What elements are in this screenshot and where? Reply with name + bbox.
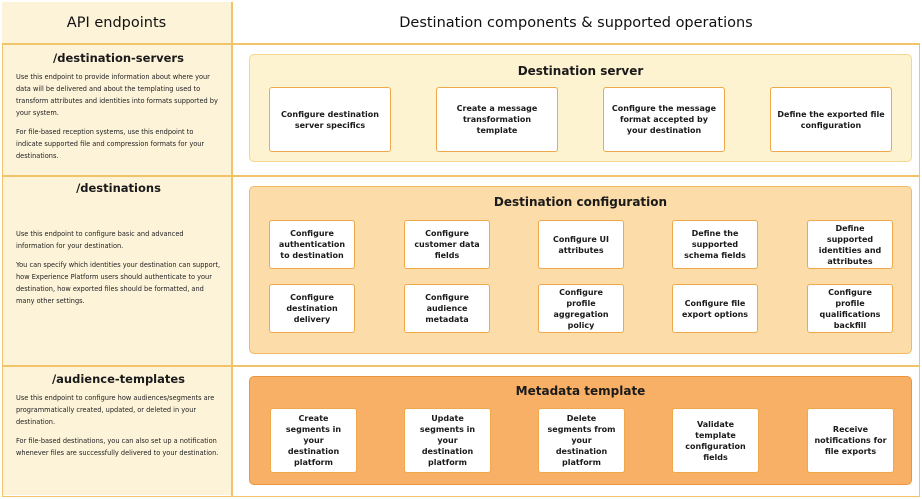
component-box: Configure profile aggregation policy bbox=[538, 284, 624, 333]
component-box: Create a message transformation template bbox=[436, 87, 558, 152]
component-box: Receive notifications for file exports bbox=[807, 408, 894, 473]
component-box: Define the supported schema fields bbox=[672, 220, 758, 269]
component-box: Update segments in your destination plat… bbox=[404, 408, 491, 473]
component-box: Configure customer data fields bbox=[404, 220, 490, 269]
row-divider bbox=[2, 43, 920, 45]
endpoint-description: Use this endpoint to configure basic and… bbox=[16, 230, 184, 250]
column-header-api-endpoints: API endpoints bbox=[2, 2, 231, 43]
component-box: Define the exported file configuration bbox=[770, 87, 892, 152]
component-box: Configure authentication to destination bbox=[269, 220, 355, 269]
endpoint-description: For file-based reception systems, use th… bbox=[16, 128, 205, 160]
endpoint-name: /audience-templates bbox=[51, 372, 186, 386]
component-box: Validate template configuration fields bbox=[672, 408, 759, 473]
column-divider bbox=[231, 2, 233, 497]
component-box: Configure audience metadata bbox=[404, 284, 490, 333]
row-divider bbox=[2, 175, 920, 177]
panel-title: Metadata template bbox=[515, 384, 646, 398]
row-divider bbox=[2, 365, 920, 367]
component-box: Configure the message format accepted by… bbox=[603, 87, 725, 152]
endpoint-cell-destination-servers: /destination-servers Use this endpoint t… bbox=[3, 44, 231, 175]
panel-title: Destination server bbox=[517, 64, 644, 78]
component-box: Configure destination server specifics bbox=[269, 87, 391, 152]
component-box: Configure file export options bbox=[672, 284, 758, 333]
endpoint-cell-audience-templates: /audience-templates Use this endpoint to… bbox=[3, 366, 231, 495]
component-box: Create segments in your destination plat… bbox=[270, 408, 357, 473]
endpoint-cell-destinations: /destinations Use this endpoint to confi… bbox=[3, 176, 231, 365]
component-box: Configure profile qualifications backfil… bbox=[807, 284, 893, 333]
component-box: Configure UI attributes bbox=[538, 220, 624, 269]
endpoint-name: /destinations bbox=[76, 181, 161, 195]
component-box: Define supported identities and attribut… bbox=[807, 220, 893, 269]
endpoint-description: Use this endpoint to provide information… bbox=[16, 73, 218, 117]
endpoint-name: /destination-servers bbox=[53, 51, 184, 65]
component-box: Delete segments from your destination pl… bbox=[538, 408, 625, 473]
endpoint-description: For file-based destinations, you can als… bbox=[16, 437, 219, 457]
column-header-components: Destination components & supported opera… bbox=[232, 2, 920, 43]
endpoint-description: You can specify which identities your de… bbox=[16, 261, 221, 305]
panel-title: Destination configuration bbox=[493, 195, 668, 209]
endpoint-description: Use this endpoint to configure how audie… bbox=[16, 394, 215, 426]
component-box: Configure destination delivery bbox=[269, 284, 355, 333]
